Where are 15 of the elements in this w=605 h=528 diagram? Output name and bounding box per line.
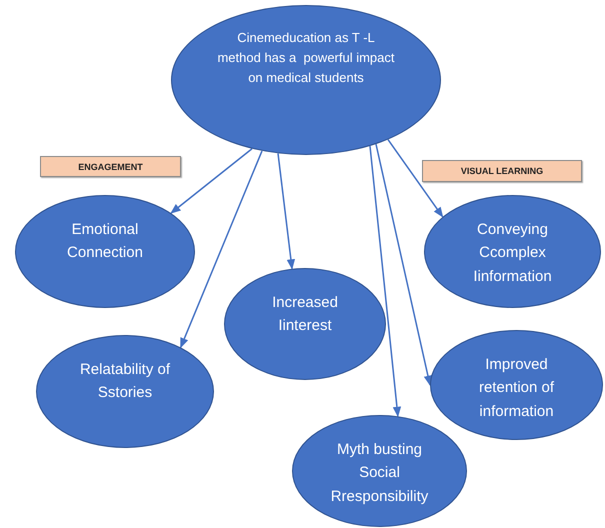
- node-text: Myth busting Social Rresponsibility: [330, 440, 430, 506]
- category-tag: VISUAL LEARNING: [422, 160, 582, 182]
- node-text: Emotional Connection: [66, 220, 144, 264]
- arrow: [170, 148, 252, 214]
- arrow: [277, 153, 296, 270]
- arrow: [375, 144, 432, 386]
- node-text: Increased Iinterest: [271, 293, 339, 336]
- node-text: Cinemeducation as T -L method has a powerful impact on medical students: [216, 29, 396, 88]
- node-text: Conveying Ccomplex Iinformation: [472, 220, 553, 286]
- arrow: [180, 150, 263, 348]
- node-text: Relatability of Sstories: [78, 360, 172, 404]
- arrow: [387, 139, 444, 218]
- arrow: [369, 146, 402, 418]
- category-tag: ENGAGEMENT: [40, 156, 181, 177]
- node-text: Improved retention of information: [478, 355, 556, 422]
